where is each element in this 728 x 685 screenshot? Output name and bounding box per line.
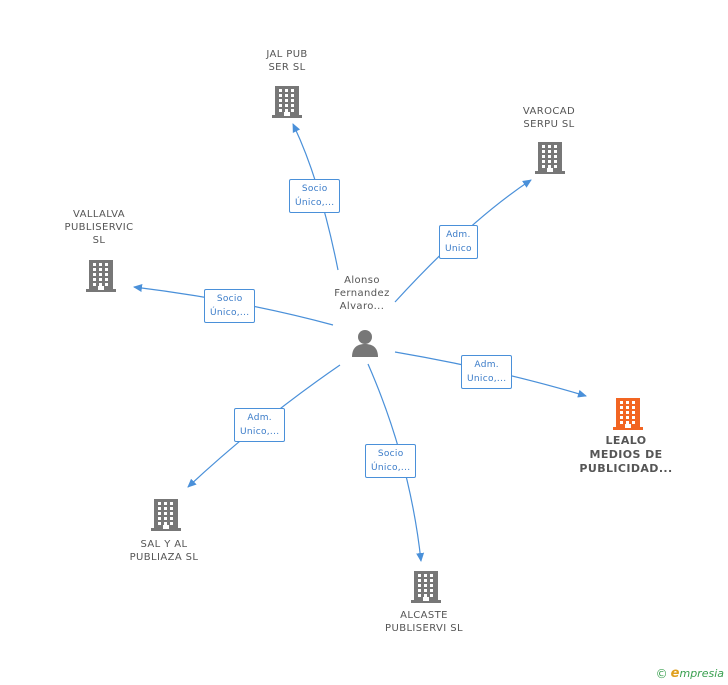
company-label-lealo[interactable]: LEALO MEDIOS DE PUBLICIDAD... <box>579 434 672 476</box>
company-name-line: VALLALVA <box>73 209 125 220</box>
relation-role: Socio <box>301 184 328 194</box>
company-label-sal-y-al[interactable]: SAL Y AL PUBLIAZA SL <box>130 538 199 564</box>
building-icon[interactable] <box>272 84 302 122</box>
building-icon[interactable] <box>613 396 643 434</box>
company-label-alcaste[interactable]: ALCASTE PUBLISERVI SL <box>385 609 463 635</box>
person-name[interactable]: Alonso Fernandez Alvaro... <box>334 274 389 313</box>
relation-label-alcaste[interactable]: Socio Único,... <box>365 444 417 478</box>
relation-detail: Único,... <box>371 463 411 473</box>
relation-detail: Unico <box>445 244 472 254</box>
relation-role: Adm. <box>446 230 471 240</box>
company-label-varocad[interactable]: VAROCAD SERPU SL <box>523 105 575 131</box>
company-name-line: SERPU SL <box>523 119 575 130</box>
company-name-line: SAL Y AL <box>140 539 188 550</box>
relation-label-varocad[interactable]: Adm. Unico <box>439 225 478 259</box>
relation-label-vallalva[interactable]: Socio Único,... <box>204 289 256 323</box>
relation-label-lealo[interactable]: Adm. Unico,... <box>461 355 513 389</box>
relation-detail: Unico,... <box>467 374 507 384</box>
building-icon[interactable] <box>86 258 116 296</box>
person-name-line-3: Alvaro... <box>339 301 385 312</box>
relation-detail: Único,... <box>295 198 335 208</box>
relation-detail: Unico,... <box>240 427 280 437</box>
brand-name: mpresia <box>679 667 724 680</box>
brand-initial: e <box>670 666 680 681</box>
relation-role: Socio <box>377 449 404 459</box>
company-name-line: LEALO <box>605 434 647 447</box>
company-name-line: SL <box>92 235 106 246</box>
relation-label-sal-y-al[interactable]: Adm. Unico,... <box>234 408 286 442</box>
company-label-jal-pub[interactable]: JAL PUB SER SL <box>266 48 307 74</box>
person-name-line-1: Alonso <box>344 275 380 286</box>
company-name-line: PUBLISERVIC <box>64 222 134 233</box>
building-icon[interactable] <box>535 140 565 178</box>
empresia-watermark[interactable]: © empresia <box>656 666 724 681</box>
relation-detail: Único,... <box>210 308 250 318</box>
person-name-line-2: Fernandez <box>334 288 390 299</box>
company-name-line: JAL PUB <box>266 49 308 60</box>
company-name-line: MEDIOS DE <box>589 448 663 461</box>
person-icon[interactable] <box>350 328 380 358</box>
relation-role: Adm. <box>474 360 499 370</box>
company-name-line: PUBLISERVI SL <box>385 623 463 634</box>
company-name-line: PUBLIAZA SL <box>129 552 199 563</box>
brand-logo: empresia <box>671 666 724 681</box>
relation-role: Socio <box>216 294 243 304</box>
company-name-line: SER SL <box>268 62 306 73</box>
company-name-line: ALCASTE <box>400 610 448 621</box>
company-label-vallalva[interactable]: VALLALVA PUBLISERVIC SL <box>65 208 134 247</box>
relation-label-jal-pub[interactable]: Socio Único,... <box>289 179 341 213</box>
relation-role: Adm. <box>247 413 272 423</box>
copyright-symbol: © <box>655 666 668 681</box>
building-icon[interactable] <box>151 497 181 535</box>
company-name-line: VAROCAD <box>522 106 576 117</box>
building-icon[interactable] <box>411 569 441 607</box>
company-name-line: PUBLICIDAD... <box>579 462 673 475</box>
